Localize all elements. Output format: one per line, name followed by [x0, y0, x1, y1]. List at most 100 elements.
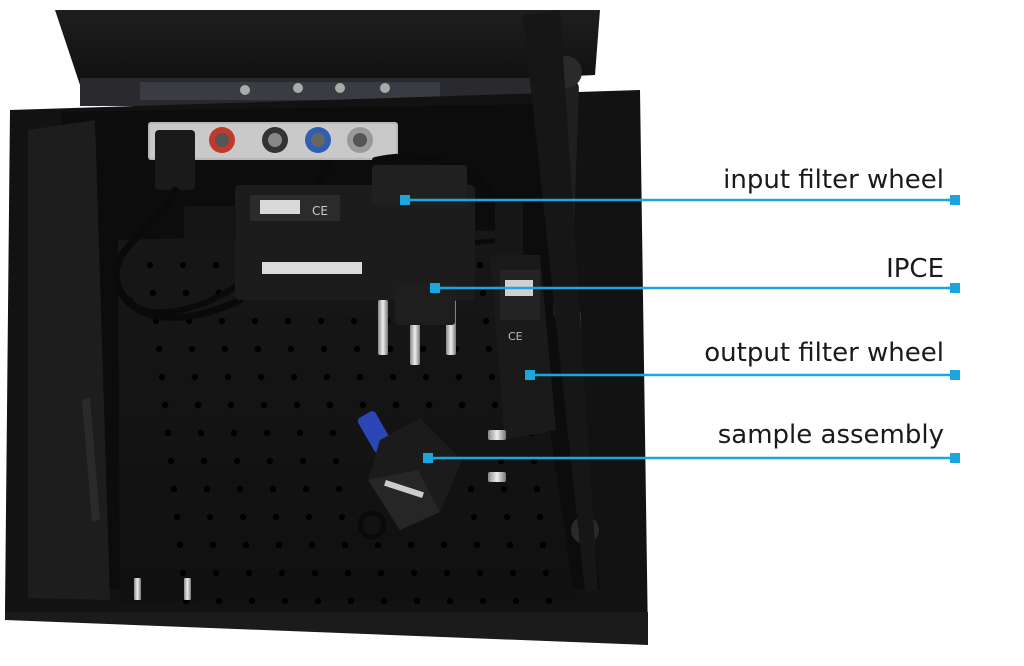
breadboard-hole — [164, 429, 172, 437]
breadboard-hole — [467, 485, 475, 493]
callout-anchor-output-filter-wheel-start — [525, 370, 535, 380]
breadboard-hole — [290, 373, 298, 381]
lid — [55, 10, 600, 100]
breadboard-hole — [245, 569, 253, 577]
breadboard-hole — [173, 513, 181, 521]
breadboard-hole — [512, 597, 520, 605]
callout-anchor-input-filter-wheel-end — [950, 195, 960, 205]
breadboard-hole — [242, 541, 250, 549]
breadboard-hole — [350, 317, 358, 325]
breadboard-hole — [530, 457, 538, 465]
callout-label-input-filter-wheel: input filter wheel — [723, 165, 944, 195]
breadboard-hole — [233, 457, 241, 465]
breadboard-hole — [251, 317, 259, 325]
breadboard-hole — [170, 485, 178, 493]
breadboard-hole — [212, 569, 220, 577]
breadboard-hole — [392, 401, 400, 409]
breadboard-hole — [239, 513, 247, 521]
breadboard-hole — [389, 373, 397, 381]
breadboard-hole — [410, 569, 418, 577]
callout-label-ipce: IPCE — [886, 254, 944, 284]
breadboard-hole — [482, 317, 490, 325]
breadboard-hole — [149, 289, 157, 297]
breadboard-hole — [338, 513, 346, 521]
breadboard-hole — [347, 597, 355, 605]
breadboard-hole — [263, 429, 271, 437]
breadboard-hole — [476, 261, 484, 269]
breadboard-hole — [476, 569, 484, 577]
enclosure-photo: CE CE — [5, 10, 648, 645]
breadboard-hole — [377, 569, 385, 577]
breadboard-hole — [500, 485, 508, 493]
breadboard-hole — [302, 485, 310, 493]
breadboard-hole — [248, 597, 256, 605]
breadboard-hole — [473, 541, 481, 549]
breadboard-hole — [320, 345, 328, 353]
breadboard-hole — [446, 597, 454, 605]
breadboard-hole — [272, 513, 280, 521]
breadboard-hole — [506, 541, 514, 549]
breadboard-hole — [188, 345, 196, 353]
breadboard-hole — [179, 261, 187, 269]
breadboard-hole — [275, 541, 283, 549]
breadboard-hole — [293, 401, 301, 409]
breadboard-hole — [158, 373, 166, 381]
breadboard-hole — [161, 401, 169, 409]
breadboard-hole — [491, 401, 499, 409]
callout-label-sample-assembly: sample assembly — [717, 420, 944, 450]
breadboard-hole — [212, 261, 220, 269]
breadboard-hole — [332, 457, 340, 465]
breadboard-hole — [353, 345, 361, 353]
breadboard-hole — [269, 485, 277, 493]
breadboard-hole — [203, 485, 211, 493]
breadboard-hole — [533, 485, 541, 493]
breadboard-hole — [479, 289, 487, 297]
breadboard-hole — [485, 345, 493, 353]
breadboard-hole — [209, 541, 217, 549]
breadboard-hole — [323, 373, 331, 381]
svg-text:CE: CE — [312, 204, 328, 218]
breadboard-hole — [455, 373, 463, 381]
breadboard-hole — [206, 513, 214, 521]
sample-assembly — [357, 411, 462, 540]
breadboard-hole — [227, 401, 235, 409]
breadboard-hole — [329, 429, 337, 437]
breadboard — [118, 230, 575, 602]
breadboard-hole — [545, 597, 553, 605]
breadboard-hole — [257, 373, 265, 381]
breadboard-hole — [305, 513, 313, 521]
breadboard-hole — [341, 541, 349, 549]
breadboard-hole — [260, 401, 268, 409]
breadboard-hole — [440, 541, 448, 549]
breadboard-hole — [191, 373, 199, 381]
breadboard-hole — [215, 597, 223, 605]
breadboard-hole — [230, 429, 238, 437]
breadboard-hole — [224, 373, 232, 381]
breadboard-hole — [374, 541, 382, 549]
breadboard-hole — [194, 401, 202, 409]
breadboard-hole — [308, 541, 316, 549]
breadboard-hole — [281, 597, 289, 605]
breadboard-hole — [422, 373, 430, 381]
breadboard-hole — [503, 513, 511, 521]
input-filter-wheel — [372, 165, 467, 205]
callout-anchor-ipce-end — [950, 283, 960, 293]
breadboard-hole — [299, 457, 307, 465]
breadboard-hole — [425, 401, 433, 409]
breadboard-hole — [470, 513, 478, 521]
breadboard-hole — [317, 317, 325, 325]
callout-anchor-sample-assembly-end — [950, 453, 960, 463]
breadboard-hole — [176, 541, 184, 549]
breadboard-hole — [266, 457, 274, 465]
callout-anchor-input-filter-wheel-start — [400, 195, 410, 205]
callout-anchor-sample-assembly-start — [423, 453, 433, 463]
breadboard-hole — [326, 401, 334, 409]
breadboard-hole — [146, 261, 154, 269]
breadboard-hole — [236, 485, 244, 493]
callout-anchor-ipce-start — [430, 283, 440, 293]
breadboard-hole — [344, 569, 352, 577]
breadboard-hole — [221, 345, 229, 353]
breadboard-hole — [386, 345, 394, 353]
breadboard-hole — [497, 457, 505, 465]
